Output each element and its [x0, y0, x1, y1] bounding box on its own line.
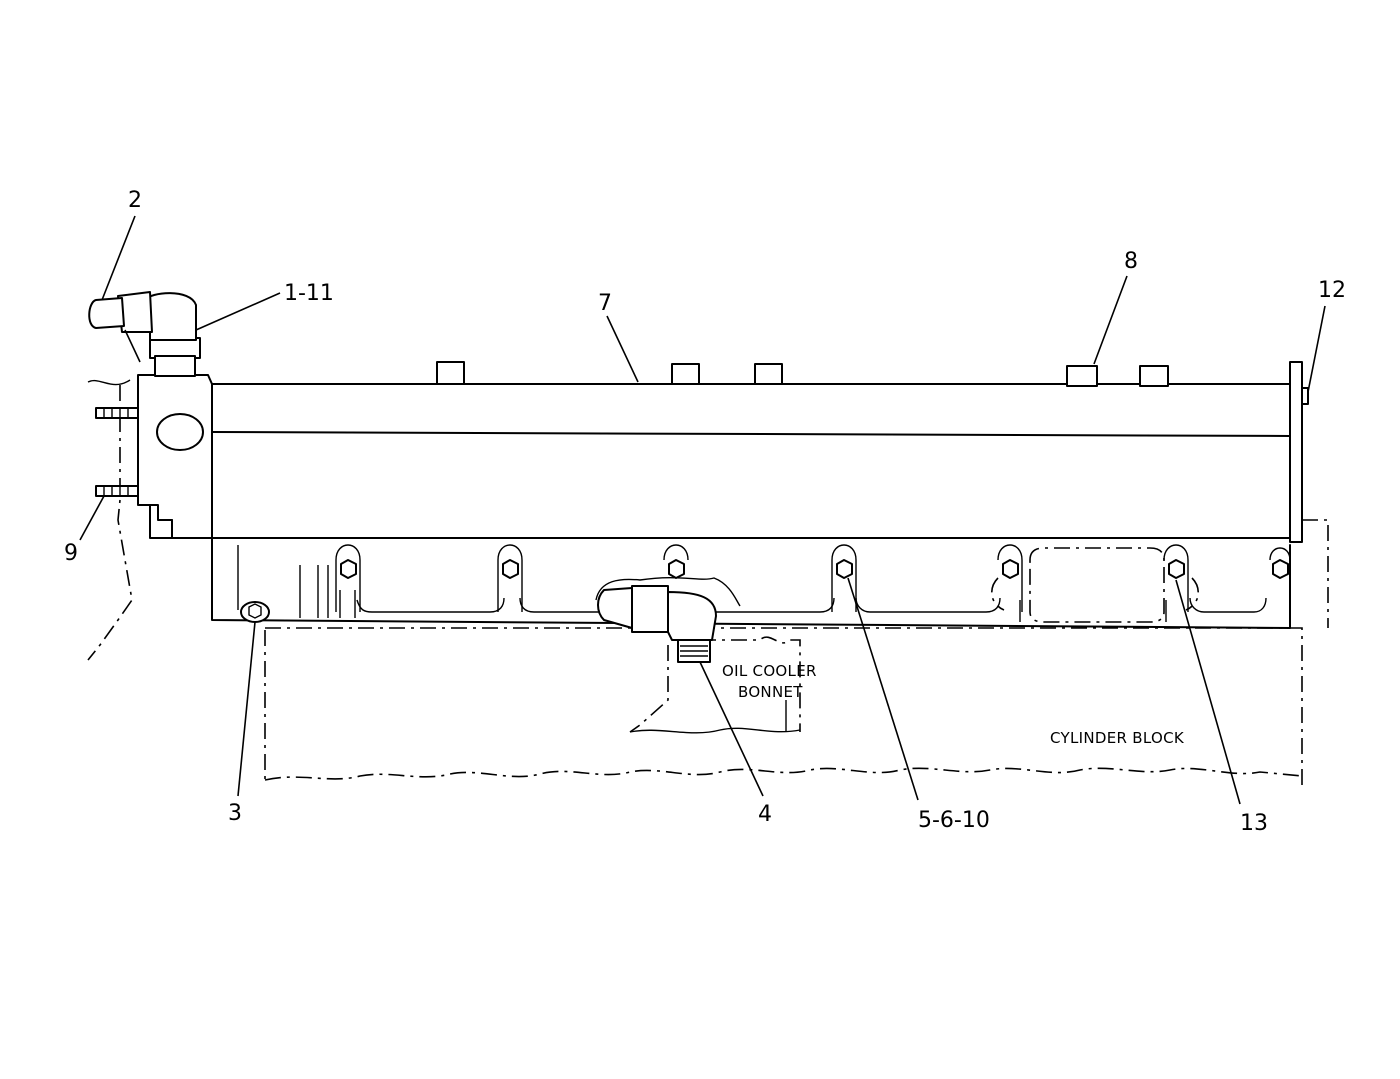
- callout-4: 4: [758, 802, 772, 827]
- callout-3: 3: [228, 801, 242, 826]
- oil-cooler-bonnet-phantom: [629, 636, 801, 734]
- note-oil-cooler: OIL COOLER: [722, 662, 817, 680]
- callout-13: 13: [1240, 811, 1268, 836]
- leader-lines: [79, 215, 1326, 805]
- diagram-notes: OIL COOLER BONNET CYLINDER BLOCK: [722, 662, 1185, 747]
- left-end-block: [95, 374, 213, 539]
- note-cylinder-block: CYLINDER BLOCK: [1050, 729, 1185, 747]
- manifold-tube: [211, 361, 1309, 543]
- callout-12: 12: [1318, 278, 1346, 303]
- note-bonnet: BONNET: [738, 683, 803, 701]
- callout-7: 7: [598, 291, 612, 316]
- bottom-flange-channel: [211, 537, 1291, 629]
- callout-2: 2: [128, 188, 142, 213]
- callout-8: 8: [1124, 249, 1138, 274]
- phantom-cover-13: [991, 547, 1199, 623]
- cylinder-block-outline: [264, 519, 1329, 785]
- elbow-fitting: [88, 291, 201, 377]
- connector-fitting-4: [595, 577, 741, 663]
- left-mounting-phantom: [87, 379, 133, 661]
- callout-9: 9: [64, 541, 78, 566]
- callout-labels: 2 1-11 7 8 12 9 3 4 5-6-10 13: [64, 188, 1346, 836]
- callout-5-6-10: 5-6-10: [918, 808, 990, 833]
- top-bosses: [436, 361, 1169, 387]
- callout-1-11: 1-11: [284, 281, 334, 306]
